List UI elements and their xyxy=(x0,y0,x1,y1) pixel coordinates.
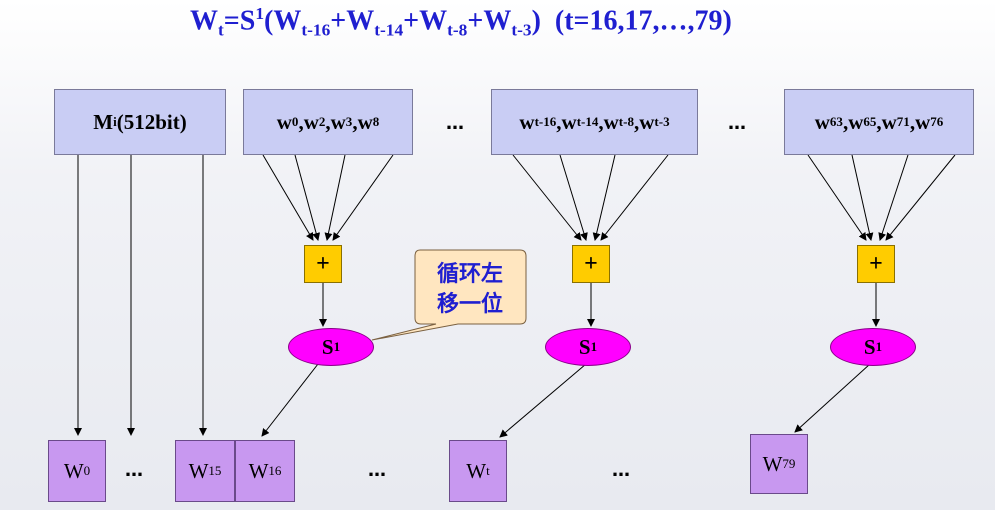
ellipsis-bottom-3: … xyxy=(612,460,631,481)
adder-2: + xyxy=(572,245,610,283)
callout-text: 循环左 移一位 xyxy=(436,262,503,317)
formula-title: Wt=S1(Wt-16+Wt-14+Wt-8+Wt-3) (t=16,17,…,… xyxy=(190,4,732,40)
ellipsis-bottom-1: … xyxy=(125,460,144,481)
adder-1: + xyxy=(304,245,342,283)
ellipsis-top-2: … xyxy=(728,113,747,134)
ellipsis-top-1: … xyxy=(446,113,465,134)
adder-3: + xyxy=(857,245,895,283)
callout-bubble xyxy=(371,249,527,341)
ellipsis-bottom-2: … xyxy=(368,460,387,481)
